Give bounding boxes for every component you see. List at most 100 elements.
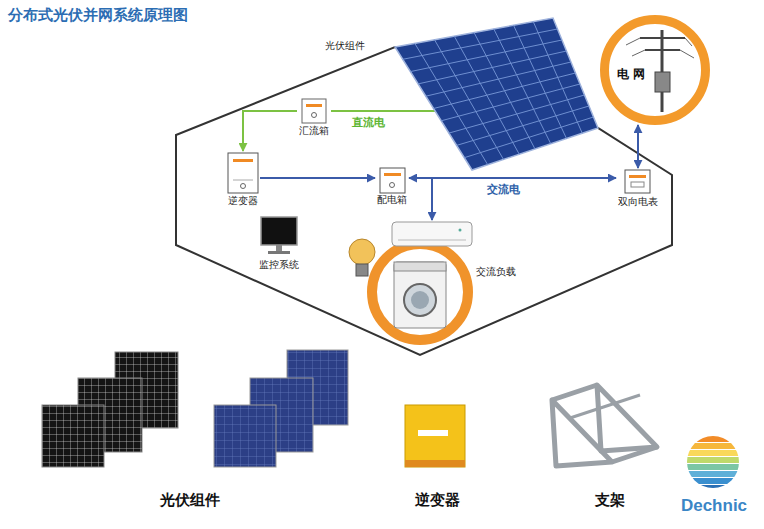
solar-panel — [395, 18, 598, 170]
grid-pole — [645, 49, 680, 51]
meter-icon — [625, 170, 650, 193]
mounting-bracket — [597, 385, 657, 451]
logo-mark — [686, 478, 740, 484]
inverter-product — [418, 430, 448, 436]
air-conditioner — [392, 222, 472, 246]
panel-cell-line — [403, 29, 558, 59]
connector — [331, 110, 393, 112]
combiner-box-icon — [306, 104, 322, 107]
node-label: 配电箱 — [377, 194, 407, 206]
monitoring-system: 监控系统 — [257, 213, 301, 271]
washing-machine — [411, 291, 429, 309]
product-label: 光伏组件 — [160, 491, 220, 509]
combiner-box-icon — [302, 99, 326, 123]
monitor-icon — [276, 245, 282, 251]
logo-mark — [686, 471, 740, 477]
load-ring — [372, 244, 468, 340]
light-bulb — [356, 264, 368, 276]
grid-pole — [640, 37, 685, 39]
grid-pole — [680, 50, 694, 58]
air-conditioner — [459, 229, 462, 232]
inverter-product — [405, 405, 465, 467]
logo-mark — [686, 450, 740, 456]
mounting-bracket — [552, 385, 657, 466]
distribution-box-icon — [380, 168, 405, 193]
washing-machine — [394, 262, 446, 328]
washing-machine — [394, 262, 446, 328]
edge-label: 交流电 — [487, 183, 520, 196]
inverter-box: 逆变器 — [226, 151, 260, 207]
logo-mark — [686, 436, 740, 442]
product-label: 逆变器 — [415, 491, 460, 509]
grid-pole — [632, 50, 645, 56]
connector — [243, 111, 297, 151]
inverter-icon — [233, 180, 253, 181]
distribution-box: 配电箱 — [375, 166, 409, 206]
mounting-bracket — [612, 447, 657, 462]
inverter-icon — [241, 184, 246, 189]
logo-mark — [686, 464, 740, 470]
edge-label: 直流电 — [352, 116, 385, 129]
combiner-box-icon — [302, 99, 326, 123]
solar-array: 光伏组件 — [393, 18, 603, 173]
washing-machine — [404, 284, 436, 316]
inverter-product — [405, 405, 465, 467]
inverter-icon — [228, 153, 258, 193]
air-conditioner — [392, 222, 472, 246]
washing-machine — [394, 262, 446, 271]
distribution-box-icon — [390, 183, 395, 188]
diagram-title: 分布式光伏并网系统原理图 — [8, 6, 188, 25]
node-label: 光伏组件 — [325, 40, 365, 52]
brand-logo: Dechnic — [681, 497, 747, 515]
light-bulb — [349, 239, 375, 265]
node-label: 交流负载 — [476, 266, 516, 278]
monitor-icon — [261, 217, 297, 254]
panel-grid — [403, 22, 594, 165]
distribution-box-icon — [380, 168, 405, 193]
grid-pole — [661, 30, 664, 112]
monitor-icon — [268, 251, 290, 254]
meter-icon — [631, 182, 644, 187]
monitor-icon — [261, 217, 297, 245]
meter-icon — [625, 170, 650, 193]
connector — [637, 125, 639, 168]
mounting-bracket — [552, 400, 612, 466]
grid-circle: 电网 — [600, 15, 710, 125]
mono-panels — [42, 405, 104, 467]
inverter-icon — [228, 153, 258, 193]
connector — [409, 178, 432, 220]
logo-mark — [686, 443, 740, 449]
logo-mark — [686, 457, 740, 463]
inverter-icon — [233, 159, 253, 162]
grid-pole — [655, 72, 670, 92]
node-label: 监控系统 — [259, 259, 299, 271]
logo-mark — [686, 485, 740, 491]
node-label: 电网 — [617, 68, 649, 80]
combiner-box: 汇流箱 — [297, 97, 331, 137]
mounting-bracket — [552, 385, 597, 400]
node-label: 双向电表 — [618, 196, 658, 208]
bidirectional-meter: 双向电表 — [616, 168, 660, 208]
meter-icon — [629, 175, 646, 178]
poly-panels — [214, 350, 348, 467]
node-label: 汇流箱 — [299, 125, 329, 137]
panel-cell-line — [418, 51, 566, 84]
combiner-box-icon — [312, 113, 317, 118]
grid-pole — [626, 38, 640, 45]
poly-panels — [214, 405, 276, 467]
solar-panel — [395, 18, 598, 170]
panel-cell-line — [464, 117, 593, 158]
product-label: 支架 — [595, 491, 625, 509]
mounting-bracket — [570, 395, 640, 418]
grid-pole — [685, 38, 692, 46]
node-label: 逆变器 — [228, 195, 258, 207]
mono-panels — [42, 352, 178, 467]
connector — [409, 177, 616, 179]
panel-cell-line — [410, 40, 562, 72]
ac-load: 交流负载 — [340, 220, 520, 340]
air-conditioner — [398, 240, 466, 241]
light-bulb — [349, 239, 375, 276]
